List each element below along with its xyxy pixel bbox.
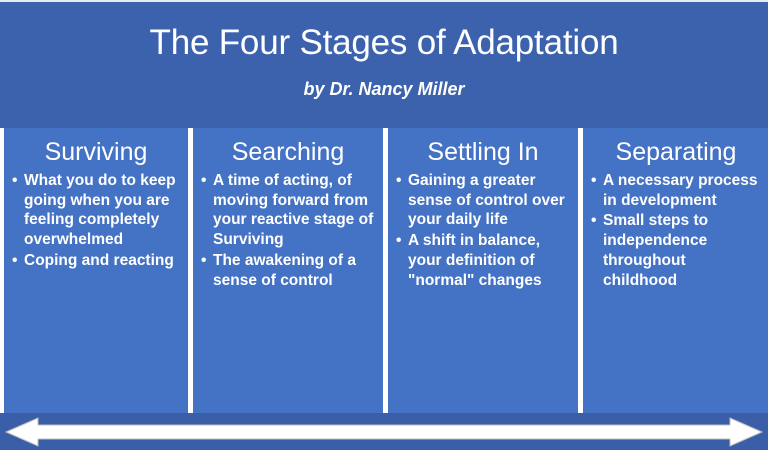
top-hairline xyxy=(0,0,768,2)
stage-column-settling-in[interactable]: Settling In Gaining a greater sense of c… xyxy=(388,128,578,413)
page-subtitle: by Dr. Nancy Miller xyxy=(303,79,465,99)
stage-bullet-list-searching: A time of acting, of moving forward from… xyxy=(193,171,383,291)
column-divider-1 xyxy=(188,128,193,413)
stage-heading-settling-in: Settling In xyxy=(427,138,539,166)
stages-columns: Surviving What you do to keep going when… xyxy=(0,128,768,413)
page-title: The Four Stages of Adaptation xyxy=(149,23,619,62)
double-headed-horizontal-arrow-icon xyxy=(4,417,764,447)
column-divider-2 xyxy=(383,128,388,413)
stage-bullet-list-settling-in: Gaining a greater sense of control over … xyxy=(388,171,578,291)
stage-bullet-list-separating: A necessary process in development Small… xyxy=(583,171,768,291)
stage-heading-separating: Separating xyxy=(615,138,737,166)
title-band: The Four Stages of Adaptation by Dr. Nan… xyxy=(0,2,768,128)
list-item: A shift in balance, your definition of "… xyxy=(396,231,572,290)
list-item: Small steps to independence throughout c… xyxy=(591,211,763,290)
stage-bullet-list-surviving: What you do to keep going when you are f… xyxy=(4,171,188,271)
list-item: Coping and reacting xyxy=(12,251,182,271)
left-edge-divider xyxy=(0,128,4,413)
list-item: A time of acting, of moving forward from… xyxy=(201,171,377,250)
list-item: What you do to keep going when you are f… xyxy=(12,171,182,250)
column-divider-3 xyxy=(578,128,583,413)
list-item: A necessary process in development xyxy=(591,171,763,211)
stage-heading-searching: Searching xyxy=(231,138,345,166)
stage-heading-surviving: Surviving xyxy=(44,138,148,166)
progression-arrow-band xyxy=(0,413,768,450)
stage-column-surviving[interactable]: Surviving What you do to keep going when… xyxy=(4,128,188,413)
list-item: The awakening of a sense of control xyxy=(201,251,377,291)
stage-column-separating[interactable]: Separating A necessary process in develo… xyxy=(583,128,768,413)
stage-column-searching[interactable]: Searching A time of acting, of moving fo… xyxy=(193,128,383,413)
list-item: Gaining a greater sense of control over … xyxy=(396,171,572,230)
